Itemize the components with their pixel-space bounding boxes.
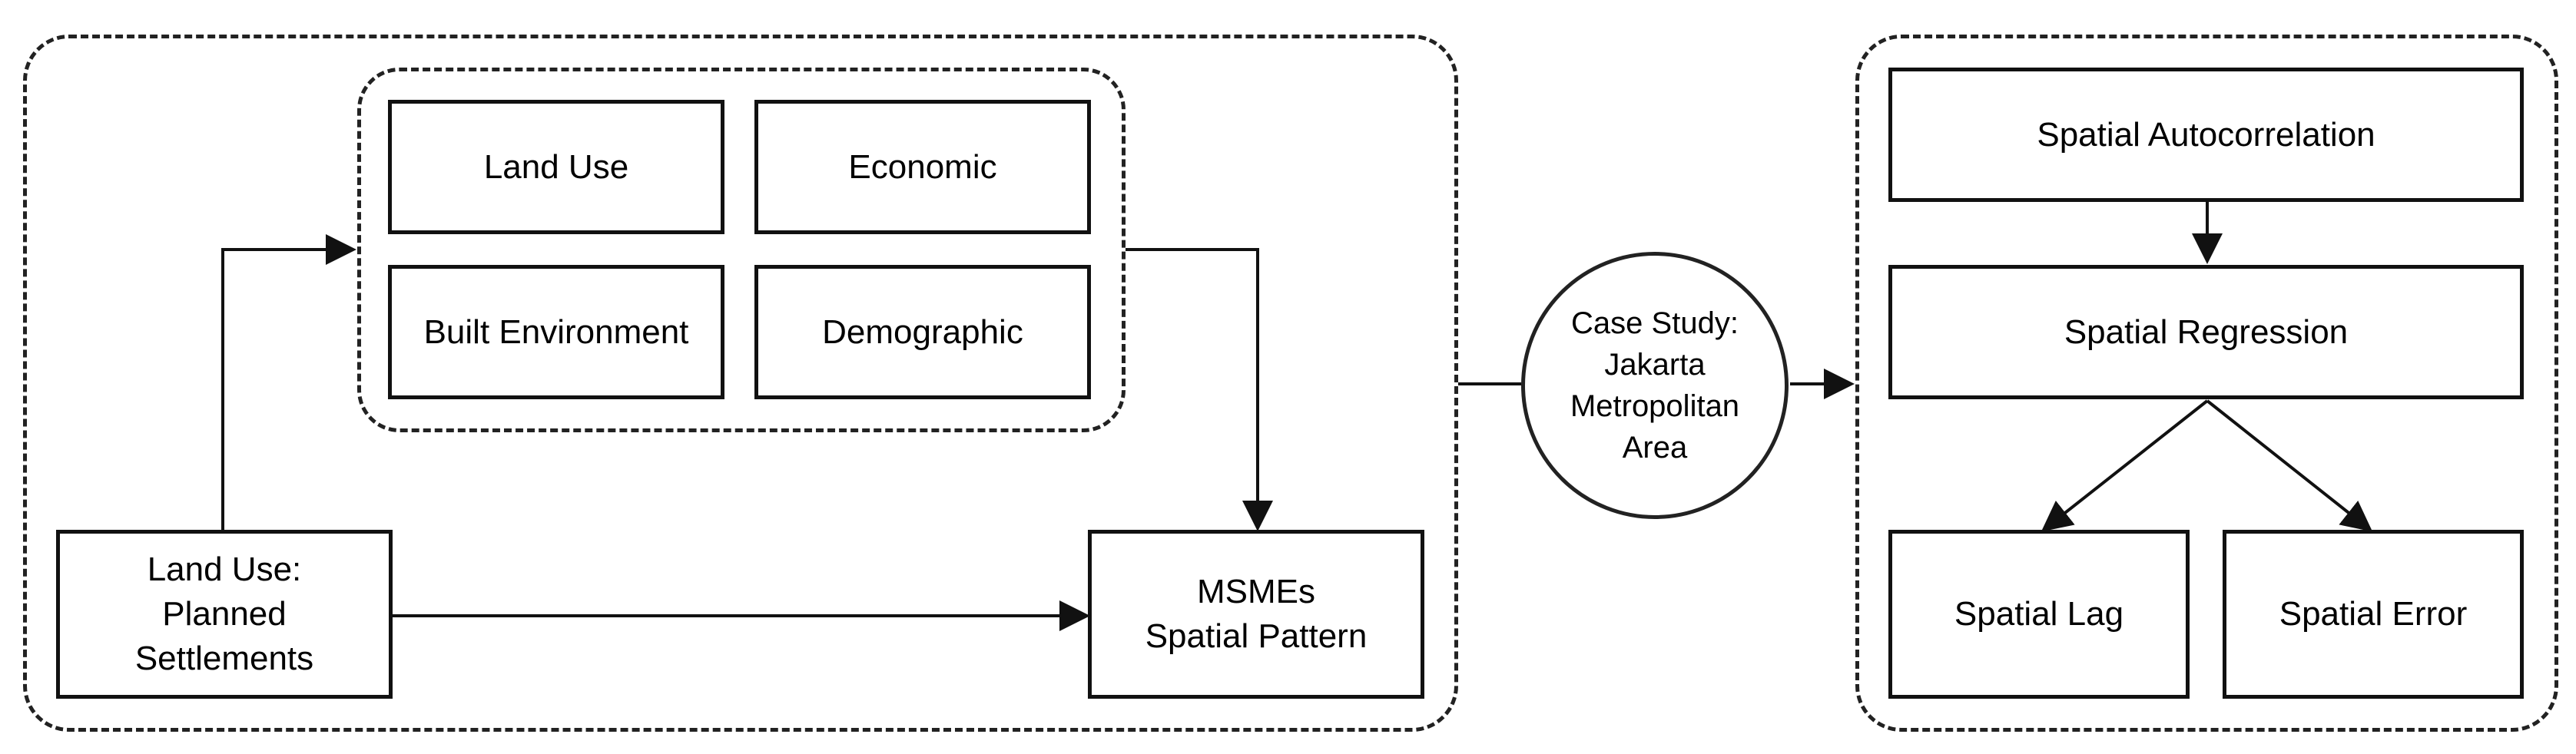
spatial-lag-box: Spatial Lag	[1888, 530, 2190, 699]
spatial-lag-label: Spatial Lag	[1954, 595, 2124, 633]
factor-built-environment-box: Built Environment	[388, 265, 724, 399]
factor-built-environment-label: Built Environment	[423, 313, 689, 351]
spatial-autocorrelation-box: Spatial Autocorrelation	[1888, 68, 2524, 202]
spatial-error-box: Spatial Error	[2223, 530, 2524, 699]
output-msmes-box: MSMEs Spatial Pattern	[1088, 530, 1424, 699]
arrow-regression-to-error	[2206, 399, 2373, 532]
right-group-container	[1855, 35, 2558, 732]
case-study-circle: Case Study: Jakarta Metropolitan Area	[1521, 252, 1789, 519]
arrow-regression-to-lag	[2041, 399, 2209, 532]
factors-group-container	[357, 68, 1126, 432]
input-planned-settlements-box: Land Use: Planned Settlements	[56, 530, 393, 699]
factor-demographic-label: Demographic	[822, 313, 1023, 351]
spatial-error-label: Spatial Error	[2279, 595, 2468, 633]
spatial-regression-box: Spatial Regression	[1888, 265, 2524, 399]
arrow-input-to-factors	[221, 234, 356, 531]
case-study-label: Case Study: Jakarta Metropolitan Area	[1570, 306, 1740, 465]
factor-economic-label: Economic	[848, 147, 997, 186]
input-planned-settlements-label: Land Use: Planned Settlements	[134, 551, 314, 677]
factor-demographic-box: Demographic	[754, 265, 1091, 399]
factor-economic-box: Economic	[754, 100, 1091, 234]
arrow-factors-to-output	[1126, 248, 1273, 531]
spatial-autocorrelation-label: Spatial Autocorrelation	[2037, 115, 2375, 154]
output-msmes-label: MSMEs Spatial Pattern	[1145, 573, 1368, 655]
factor-land-use-box: Land Use	[388, 100, 724, 234]
factor-land-use-label: Land Use	[483, 147, 629, 186]
left-group-container	[23, 35, 1458, 732]
spatial-regression-label: Spatial Regression	[2064, 313, 2349, 351]
